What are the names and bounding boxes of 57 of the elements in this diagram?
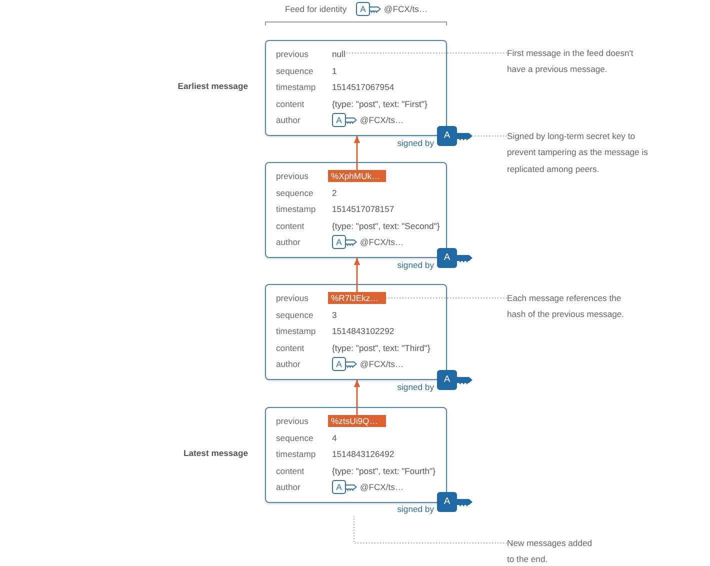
signature-caption: signed by — [397, 503, 434, 515]
annotation: First message in the feed doesn't have a previous message. — [507, 44, 642, 78]
side-label: Earliest message — [178, 80, 248, 92]
hash-tag: %ztsUi9Q… — [328, 415, 386, 427]
signature-caption: signed by — [397, 259, 434, 271]
field-value: 1514843126492 — [332, 448, 394, 460]
field-value: 2 — [332, 186, 337, 198]
field-value: 1514843102292 — [332, 325, 394, 337]
field-name: author — [276, 358, 300, 370]
arrow — [354, 380, 360, 415]
field-name: author — [276, 114, 300, 126]
field-value: {type: "post", text: "Fourth"} — [332, 464, 436, 476]
field-name: content — [276, 342, 304, 354]
field-name: previous — [276, 170, 308, 182]
field-value: {type: "post", text: "First"} — [332, 98, 428, 110]
leader-line — [354, 516, 508, 544]
signature-caption: signed by — [397, 381, 434, 393]
identity-id: @FCX/ts… — [384, 3, 428, 15]
field-name: previous — [276, 292, 308, 304]
arrow — [354, 136, 360, 170]
field-value: 3 — [332, 308, 337, 320]
field-value: {type: "post", text: "Third"} — [332, 342, 430, 354]
field-value: 1514517067954 — [332, 81, 394, 93]
identity-id: @FCX/ts… — [360, 358, 404, 370]
leader-line — [344, 52, 508, 54]
title: Feed for identity — [285, 3, 347, 15]
field-name: previous — [276, 415, 308, 427]
field-value: 1514517078157 — [332, 203, 394, 215]
annotation: New messages added to the end. — [507, 534, 596, 566]
signature-caption: signed by — [397, 137, 434, 149]
field-value: 1 — [332, 64, 337, 76]
arrow — [354, 258, 360, 292]
field-name: author — [276, 236, 300, 248]
field-name: timestamp — [276, 203, 316, 215]
field-name: timestamp — [276, 81, 316, 93]
annotation: Each message references the hash of the previous message. — [507, 290, 631, 323]
field-value: null — [332, 48, 346, 60]
side-label: Latest message — [184, 447, 248, 459]
field-value: 4 — [332, 432, 337, 444]
field-name: sequence — [276, 64, 314, 76]
field-name: previous — [276, 48, 308, 60]
field-name: content — [276, 220, 304, 232]
field-name: sequence — [276, 308, 314, 320]
field-name: content — [276, 464, 304, 476]
hash-tag: %R7lJEkz… — [328, 292, 386, 304]
identity-id: @FCX/ts… — [360, 114, 404, 126]
field-value: {type: "post", text: "Second"} — [332, 220, 440, 232]
field-name: sequence — [276, 432, 314, 444]
identity-id: @FCX/ts… — [360, 481, 404, 493]
field-name: sequence — [276, 186, 314, 198]
field-name: author — [276, 481, 300, 493]
field-name: timestamp — [276, 325, 316, 337]
field-name: content — [276, 98, 304, 110]
hash-tag: %XphMUk… — [328, 170, 386, 182]
annotation: Signed by long-term secret key to prevent tampering as the message is replicated among peers. — [507, 128, 657, 178]
field-name: timestamp — [276, 448, 316, 460]
identity-id: @FCX/ts… — [360, 236, 404, 248]
